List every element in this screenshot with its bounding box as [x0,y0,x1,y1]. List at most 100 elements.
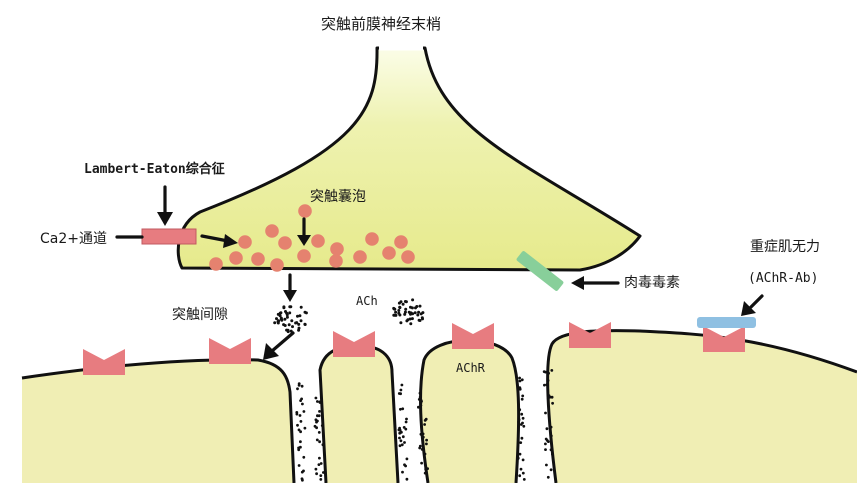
vesicle [238,235,252,249]
fold-dot [398,444,402,448]
fold-dot [401,435,405,439]
fold-dot [546,397,550,401]
ca-channel-label: Ca2+通道 [40,231,107,247]
ach-molecule [410,317,414,321]
ach-molecule [419,312,423,316]
fold-dot [399,392,402,396]
fold-dot [547,440,550,443]
fold-dot [518,474,522,478]
synaptic-vesicle-label: 突触囊泡 [310,189,366,205]
fold-dot [297,448,301,452]
fold-dot [401,407,405,411]
fold-dot [318,456,321,460]
ach-molecule [275,317,278,321]
fold-dot [301,402,304,406]
ach-molecule [409,322,413,326]
fold-dot [518,376,521,380]
fold-dot [522,424,526,428]
ach-molecule [297,326,301,330]
fold-dot [546,475,550,479]
junctional-fold-dots [295,369,554,482]
ach-molecule [279,317,283,321]
vesicle [311,234,325,248]
fold-dot [518,386,522,389]
vesicle [330,242,344,256]
fold-dot [399,388,403,392]
fold-dot [425,442,428,446]
fold-dot [423,471,427,475]
achr-receptor [703,326,745,352]
fold-dot [398,436,401,440]
ach-molecule [273,321,277,325]
fold-dot [545,383,549,387]
achr-receptor [569,322,611,348]
achr-receptor [83,349,125,375]
myasthenia-gravis-label: 重症肌无力 [750,239,820,255]
ach-release-arrow [283,273,297,302]
achr-receptor [333,331,375,357]
vesicle [251,252,265,266]
vesicle [265,224,279,238]
fold-dot [544,437,548,441]
ach-molecule [403,310,407,314]
vesicle [365,232,379,246]
fold-dot [521,471,525,475]
fold-dot [516,457,520,460]
fold-dot [400,383,404,387]
ach-molecule [294,321,298,325]
vesicle [394,235,408,249]
ach-molecule-clusters [273,298,425,334]
fold-dot [520,378,524,382]
lambert-eaton-arrow [157,185,173,226]
fold-dot [423,419,427,422]
ach-molecule [282,305,286,309]
ca-influx-arrow [200,234,238,248]
antibody-arrow [741,294,764,316]
fold-dot [319,478,323,481]
ach-molecule [287,323,291,327]
fold-dot [318,440,321,444]
fold-dot [522,478,526,481]
fold-dot [317,463,321,466]
ach-molecule [417,310,421,314]
fold-dot [300,384,304,388]
fold-dot [303,426,307,430]
fold-dot [544,448,547,451]
fold-dot [402,426,406,429]
fold-dot [521,458,525,462]
fold-dot [299,430,302,434]
vesicle [270,258,284,272]
ach-molecule [398,313,402,317]
fold-dot [405,417,408,421]
fold-dot [521,394,525,398]
achr-receptors [83,322,745,375]
fold-dot [547,371,550,375]
fold-dot [302,455,306,459]
ach-molecule [399,321,403,325]
ach-molecule [404,307,408,311]
ach-molecule [409,305,412,309]
ach-molecule [283,324,287,327]
ach-molecule [303,323,307,326]
ach-molecule [303,310,307,314]
ach-molecule [398,305,402,309]
ach-molecule [416,313,420,317]
fold-dot [401,470,404,474]
presynaptic-terminal-label: 突触前膜神经末梢 [321,15,442,33]
fold-dot [518,408,522,412]
fold-dot [320,424,324,427]
botulinum-toxin-label: 肉毒毒素 [624,275,680,291]
fold-dot [318,400,322,404]
ach-molecule [299,305,303,309]
vesicle [278,236,292,250]
fold-dot [549,468,553,472]
fold-dot [545,463,548,467]
ach-molecule [288,305,292,309]
fold-dot [405,457,409,461]
ca-channel [141,228,197,245]
ach-molecule [418,304,422,308]
fold-dot [421,435,425,439]
ach-molecule [406,318,410,322]
fold-dot [419,432,423,436]
